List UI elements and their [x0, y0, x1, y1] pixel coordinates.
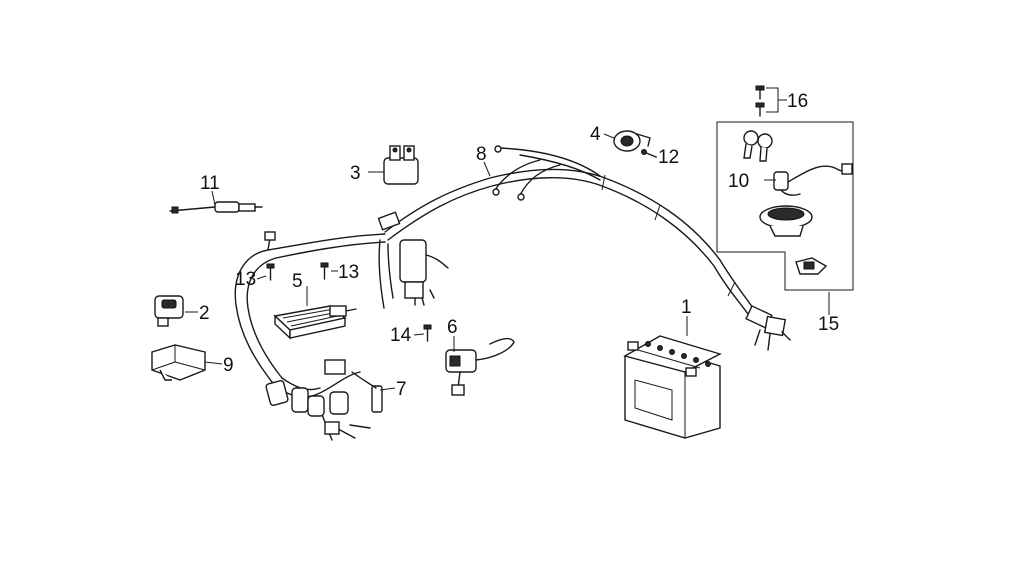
callout-2: 2 — [199, 303, 210, 324]
sub-harness — [265, 359, 383, 441]
callout-3: 3 — [350, 163, 361, 184]
main-wiring-harness — [234, 145, 791, 383]
leader-lines — [185, 87, 830, 391]
callout-14: 14 — [390, 325, 412, 346]
screw-13-right — [320, 262, 329, 280]
callout-9: 9 — [223, 355, 234, 376]
switch-unit — [154, 295, 184, 327]
cdi-unit — [151, 344, 206, 381]
callout-11: 11 — [200, 173, 220, 194]
keys — [743, 130, 773, 162]
lock-cover — [759, 205, 813, 237]
callout-6: 6 — [447, 317, 458, 338]
ignition-coil — [445, 337, 515, 396]
ignition-switch — [773, 163, 853, 196]
callout-1: 1 — [681, 297, 692, 318]
callout-15: 15 — [818, 314, 839, 335]
screw-13-left — [266, 263, 275, 281]
callout-16: 16 — [787, 91, 808, 112]
callout-7: 7 — [396, 379, 407, 400]
callout-13-left: 13 — [235, 269, 256, 290]
regulator-rectifier — [273, 305, 357, 340]
callout-10: 10 — [728, 171, 749, 192]
starter-relay — [383, 145, 419, 185]
horn — [613, 130, 651, 152]
lock-set-kit — [716, 121, 854, 291]
callout-12: 12 — [658, 147, 679, 168]
callout-8: 8 — [476, 144, 487, 165]
callout-5: 5 — [292, 271, 303, 292]
callout-4: 4 — [590, 124, 601, 145]
seat-lock-latch — [795, 257, 828, 275]
callout-labels: 1 2 3 4 5 6 7 8 9 10 11 12 13 13 14 15 1… — [199, 91, 839, 400]
callout-13-right: 13 — [338, 262, 359, 283]
battery — [623, 335, 722, 439]
screw-12 — [641, 149, 657, 158]
screws-16 — [755, 85, 765, 117]
spark-plug-lead — [169, 201, 263, 214]
screw-14 — [423, 324, 432, 342]
